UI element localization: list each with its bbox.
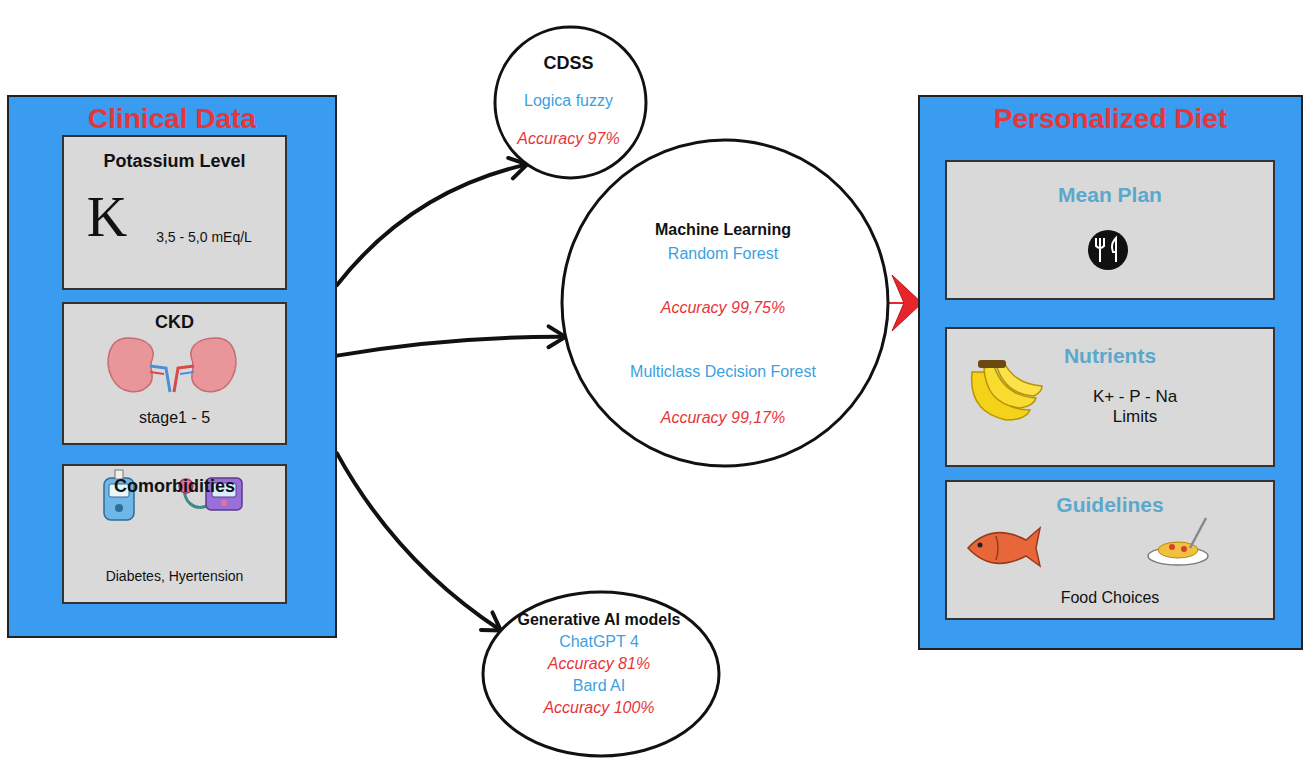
diet-box: GuidelinesFood Choices [945,480,1275,620]
data-box: Potassium LevelK3,5 - 5,0 mEq/L [62,135,287,290]
accuracy-value: Accuracy 100% [487,698,711,717]
diet-box: Mean Plan [945,160,1275,300]
model-name: ChatGPT 4 [487,632,711,651]
fish-icon [968,528,1040,566]
method-circle: Machine LearningRandom ForestAccuracy 99… [560,138,890,468]
blood-pressure-icon [179,478,242,510]
accuracy-value: Accuracy 99,75% [566,298,880,317]
model-name: Logica fuzzy [499,91,638,110]
data-box: ComorbiditiesDiabetes, Hyertension [62,464,287,604]
method-circle: Generative AI modelsChatGPT 4 Accuracy 81… [481,590,721,758]
accuracy-value: Accuracy 99,17% [566,408,880,427]
method-title: CDSS [499,53,638,75]
input-panel: Clinical DataPotassium LevelK3,5 - 5,0 m… [7,95,337,638]
box-title: Nutrients [953,343,1267,368]
glucose-meter-icon [104,470,134,520]
guideline-label: Food Choices [953,588,1267,607]
accuracy-value: Accuracy 81% [487,654,711,673]
kidney-illustration [108,338,236,392]
diet-box: Nutrients K+ - P - Na Limits [945,327,1275,467]
connector-arrow [337,453,501,630]
panel-title: Clinical Data [15,102,329,136]
meal-icon [1088,230,1128,270]
model-name: Random Forest [566,244,880,263]
connector-arrow [337,326,566,355]
connector-line [337,164,527,285]
connector-line [337,453,501,630]
method-circle: CDSS Logica fuzzyAccuracy 97% [493,25,648,180]
box-title: Guidelines [953,492,1267,517]
accuracy-value: Accuracy 97% [499,129,638,148]
pasta-icon [1148,518,1208,565]
model-name: Multiclass Decision Forest [566,362,880,381]
nutrient-limits: K+ - P - Na Limits [1073,387,1197,428]
connector-line [337,337,566,356]
arrowhead [481,612,501,630]
data-box: CKD stage1 - 5 [62,302,287,445]
method-title: Generative AI models [487,610,711,629]
method-title: Machine Learning [566,220,880,239]
model-name: Bard AI [487,676,711,695]
box-title: CKD [70,312,279,334]
banana-icon [972,360,1042,420]
reference-range: 3,5 - 5,0 mEq/L [134,229,274,246]
output-panel: Personalized DietMean PlanNutrients K+ - … [918,95,1303,650]
connector-arrow [337,158,527,285]
box-title: Potassium Level [70,151,279,173]
potassium-symbol: K [82,189,132,245]
box-title: Comorbidities [70,476,279,498]
stage-label: stage1 - 5 [70,408,279,427]
box-title: Mean Plan [953,182,1267,207]
connector-arrow [888,275,922,331]
comorbidity-label: Diabetes, Hyertension [70,568,279,585]
panel-title: Personalized Diet [926,102,1295,136]
